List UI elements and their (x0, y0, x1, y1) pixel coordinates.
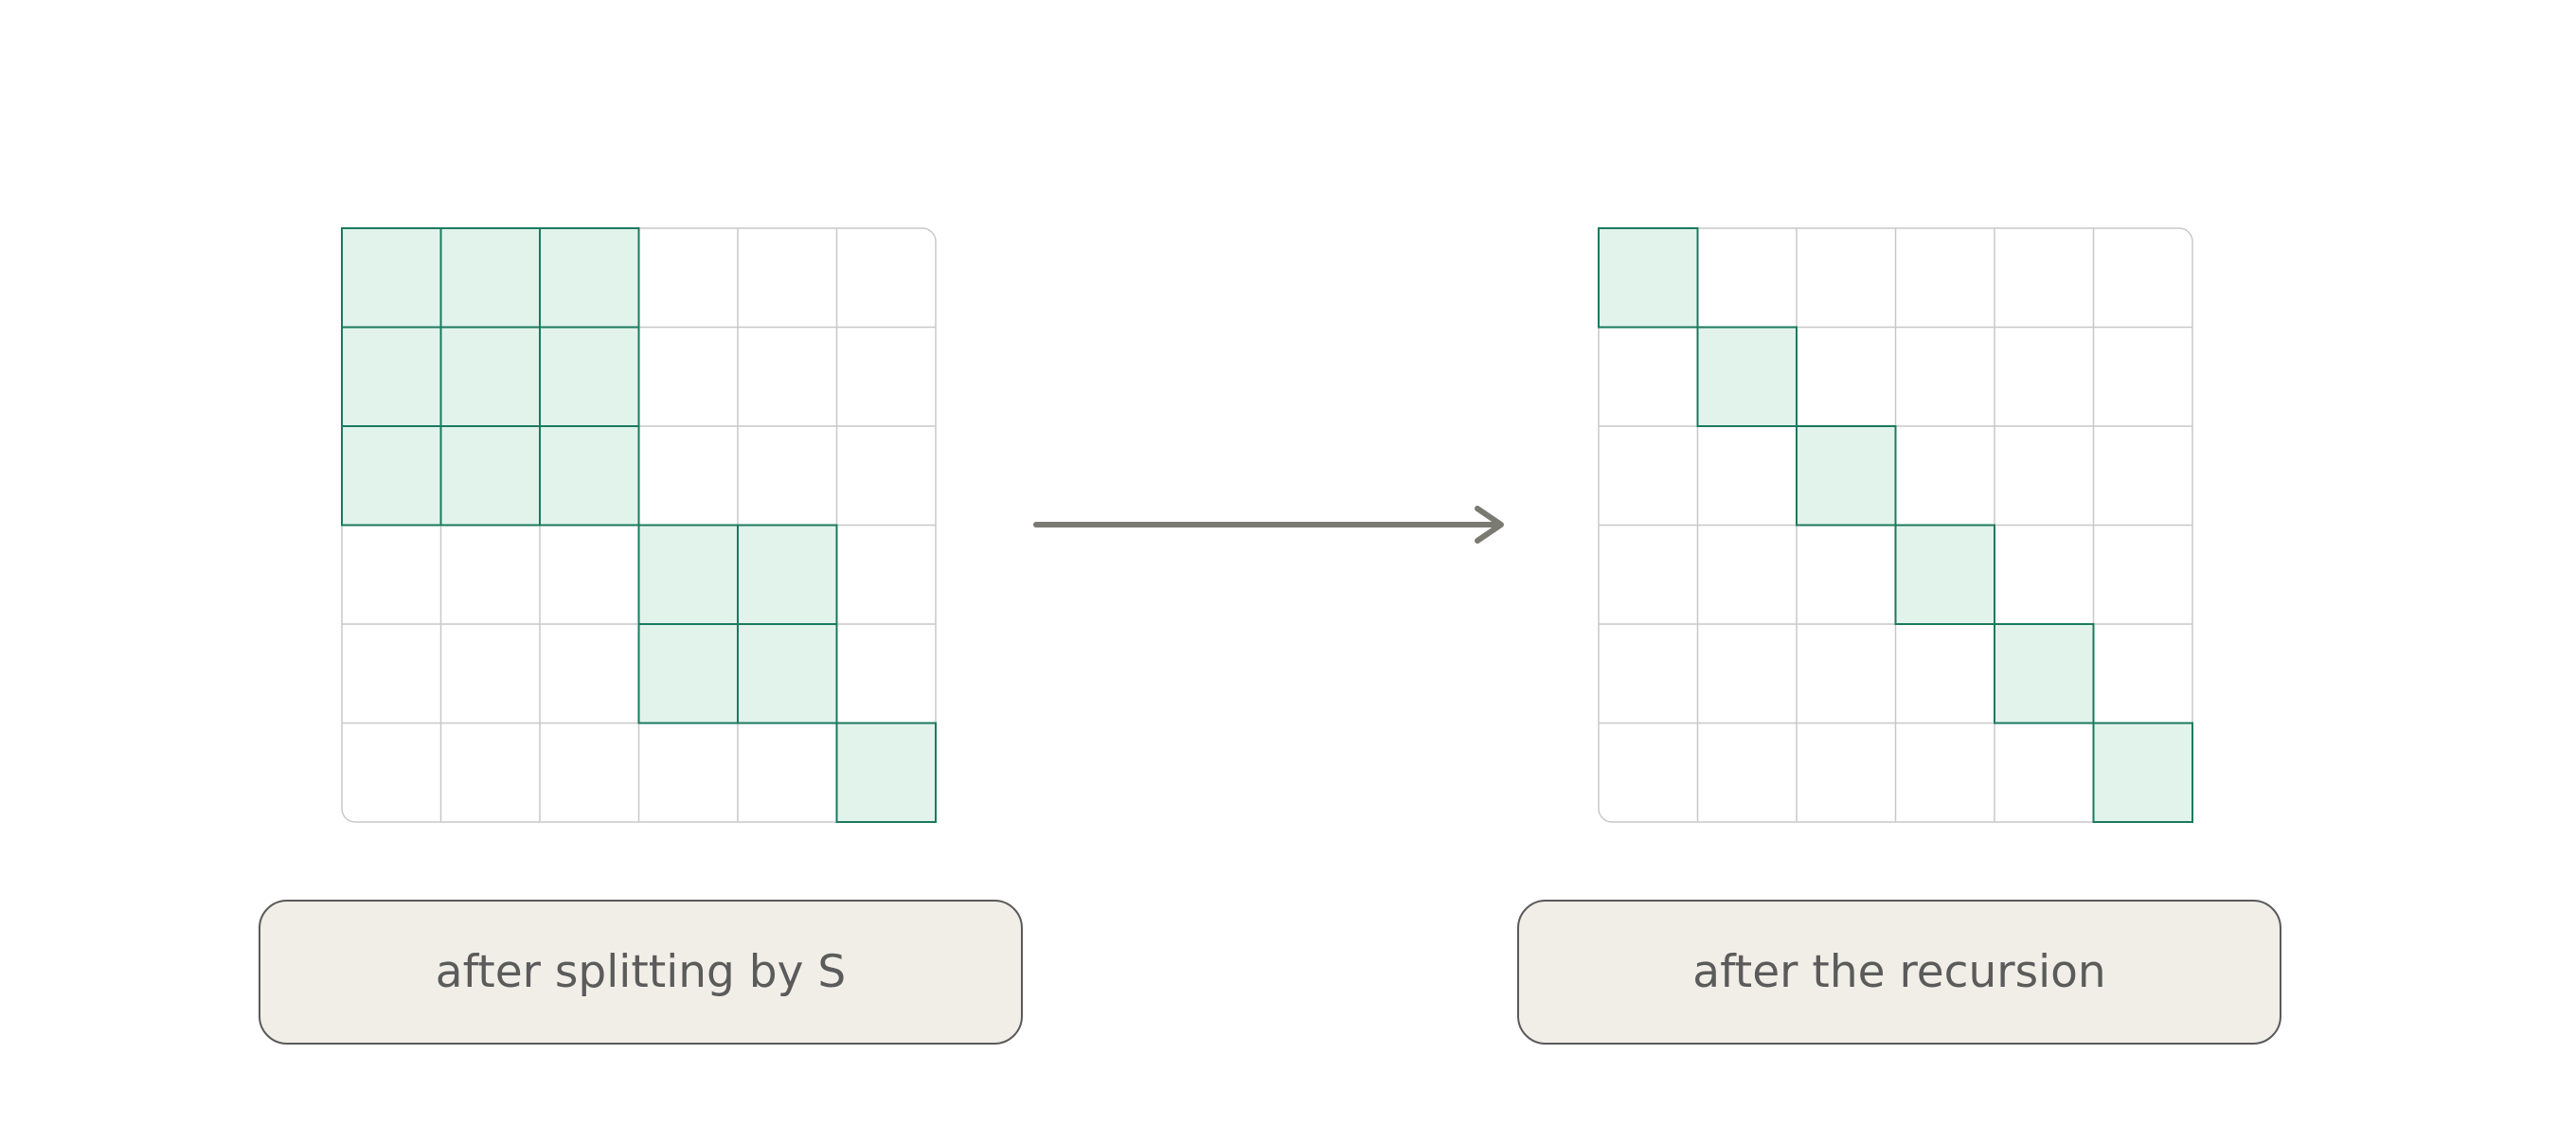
right-arrow-icon (1033, 506, 1504, 544)
left-block-matrix (341, 227, 937, 823)
caption-right-box: after the recursion (1517, 900, 2281, 1045)
left-block-1-cell (341, 227, 442, 329)
left-block-1-cell (539, 425, 640, 527)
left-block-1-cell (341, 425, 442, 527)
right-block-4-cell (1894, 524, 1995, 625)
right-block-3-cell (1796, 425, 1897, 527)
right-block-6-cell (2092, 722, 2193, 823)
left-block-2-cell (637, 623, 739, 724)
left-block-1-cell (539, 326, 640, 427)
left-block-1-cell (439, 425, 541, 527)
left-block-1-cell (439, 326, 541, 427)
left-block-3-cell (835, 722, 937, 823)
left-block-1-cell (539, 227, 640, 329)
right-matrix-border (1598, 227, 2193, 823)
right-block-1-cell (1598, 227, 1699, 329)
left-block-2-cell (737, 623, 838, 724)
left-block-2-cell (637, 524, 739, 625)
caption-left-label: after splitting by S (435, 946, 847, 998)
right-block-5-cell (1994, 623, 2095, 724)
caption-left-box: after splitting by S (259, 900, 1023, 1045)
left-block-2-cell (737, 524, 838, 625)
right-block-matrix (1598, 227, 2193, 823)
left-block-1-cell (439, 227, 541, 329)
caption-right-label: after the recursion (1692, 946, 2106, 998)
right-block-2-cell (1696, 326, 1798, 427)
left-block-1-cell (341, 326, 442, 427)
